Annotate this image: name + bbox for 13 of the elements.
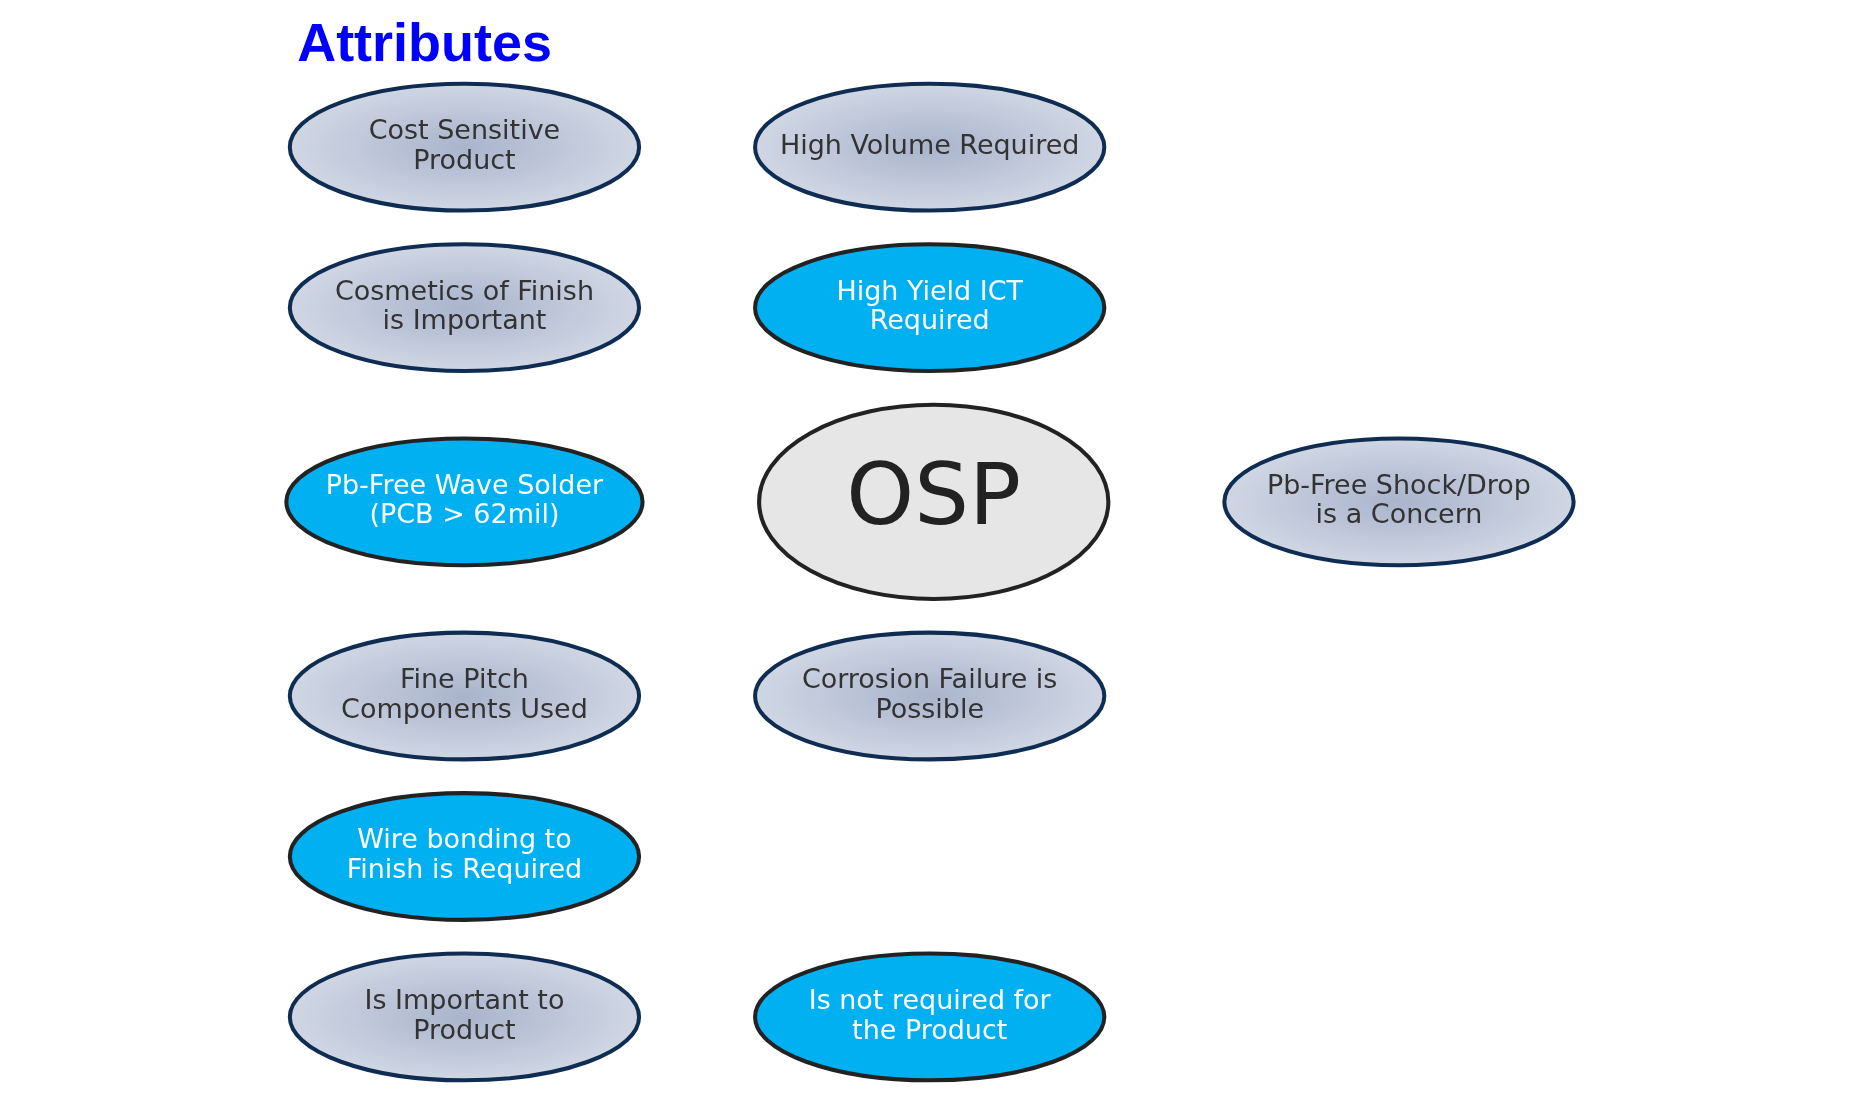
node-ellipse: Pb-Free Wave Solder (PCB > 62mil) [284,436,645,568]
node-ellipse: Fine Pitch Components Used [287,630,642,762]
node-ellipse: Wire bonding to Finish is Required [287,791,642,922]
diagram-title: Attributes [297,11,552,72]
node-ellipse: Pb-Free Shock/Drop is a Concern [1222,436,1576,568]
node-ellipse: High Volume Required [753,81,1107,213]
node-ellipse: High Yield ICT Required [753,242,1107,374]
node-ellipse: Is Important to Product [287,951,642,1083]
node-ellipse: Cost Sensitive Product [287,81,642,213]
node-ellipse: Cosmetics of Finish is Important [287,242,642,374]
node-ellipse: Is not required for the Product [753,951,1107,1083]
node-ellipse: OSP [757,402,1111,601]
node-ellipse: Corrosion Failure is Possible [753,630,1107,762]
